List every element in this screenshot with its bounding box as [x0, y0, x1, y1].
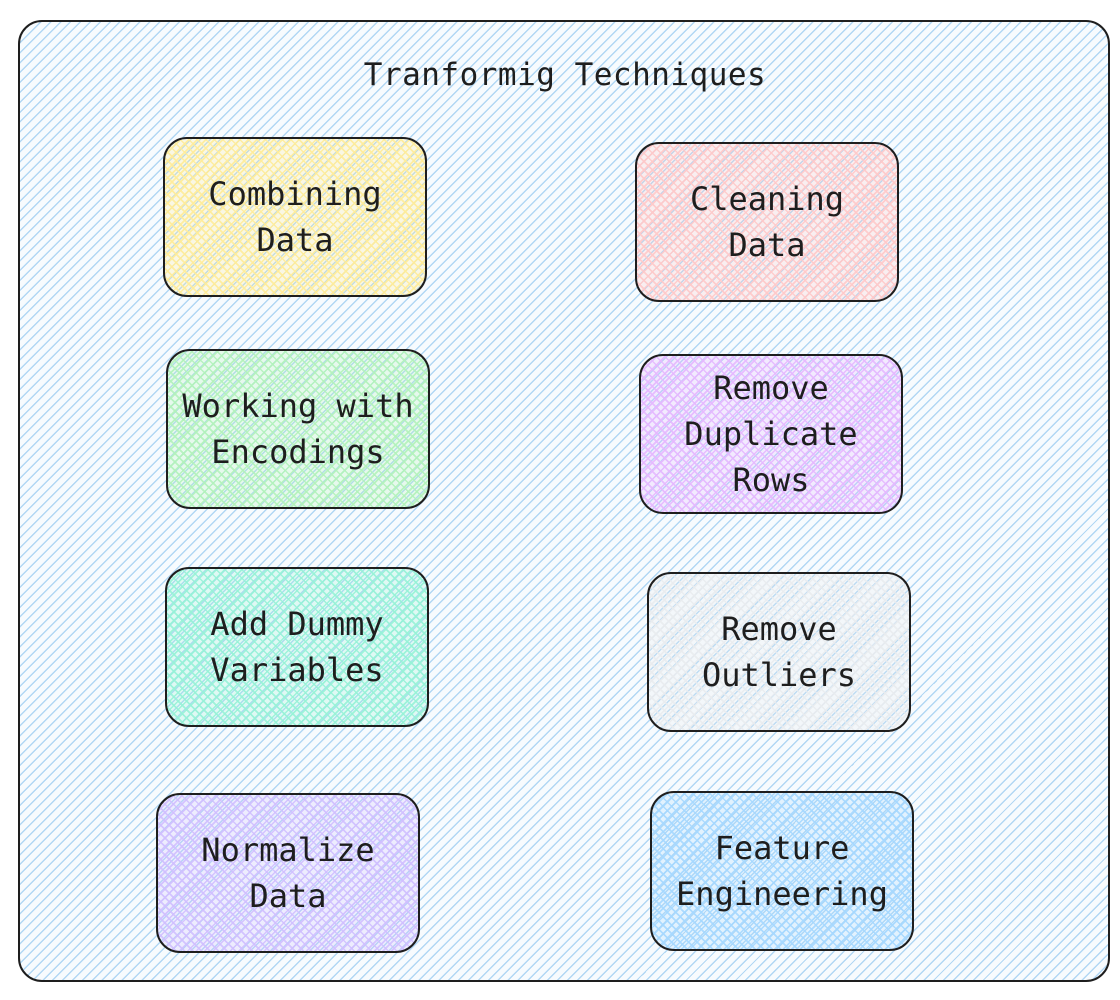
node-cleaning-data: Cleaning Data: [635, 142, 899, 302]
node-label: Cleaning Data: [689, 180, 845, 264]
node-normalize-data: Normalize Data: [156, 793, 420, 953]
node-label: Combining Data: [208, 175, 382, 259]
node-label: Add Dummy Variables: [210, 605, 384, 689]
diagram-title: Tranformig Techniques: [363, 57, 767, 93]
node-combining-data: Combining Data: [163, 137, 427, 297]
node-label: Normalize Data: [201, 831, 375, 915]
node-label: Feature Engineering: [676, 829, 888, 913]
node-label: Working with Encodings: [182, 387, 414, 471]
node-add-dummy-variables: Add Dummy Variables: [165, 567, 429, 727]
node-remove-duplicate-rows: Remove Duplicate Rows: [639, 354, 903, 514]
node-working-with-encodings: Working with Encodings: [166, 349, 430, 509]
node-remove-outliers: Remove Outliers: [647, 572, 911, 732]
node-feature-engineering: Feature Engineering: [650, 791, 914, 951]
node-label: Remove Outliers: [701, 610, 857, 694]
node-label: Remove Duplicate Rows: [684, 369, 858, 499]
